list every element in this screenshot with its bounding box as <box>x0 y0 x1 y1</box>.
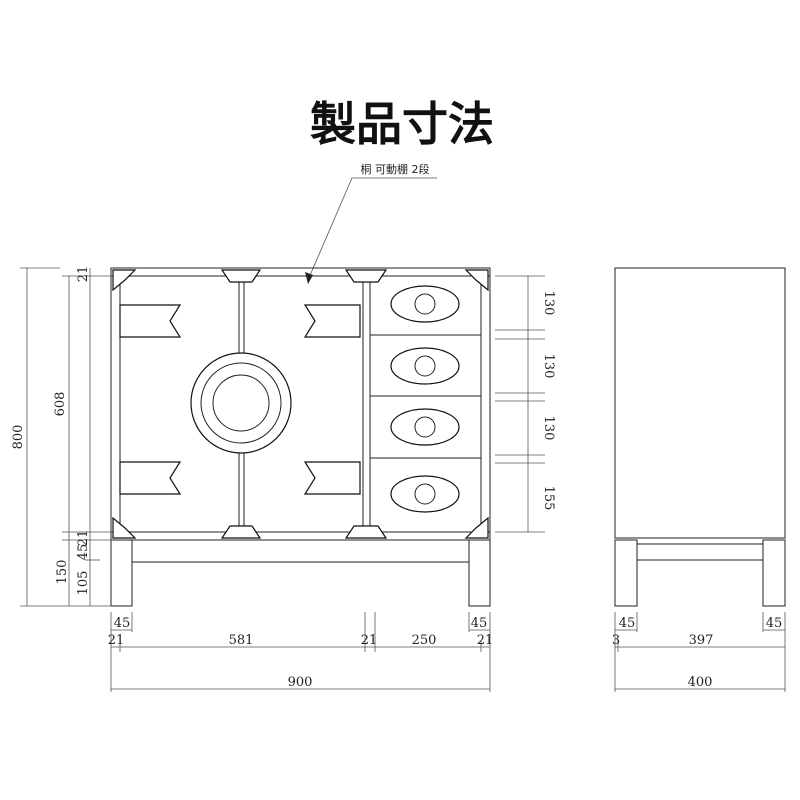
dim-drawer-3: 130 <box>541 416 556 441</box>
drawer-pulls <box>390 285 460 513</box>
dim-bottom: 21 <box>76 530 91 547</box>
door-hinge-plates <box>119 304 361 495</box>
dim-width-total: 900 <box>288 675 313 690</box>
drawer-dimensions: 130 130 130 155 <box>495 275 556 533</box>
side-dim-depth-total: 400 <box>688 675 713 690</box>
dim-leg-height: 150 <box>55 560 70 585</box>
dim-plinth: 45 <box>76 544 91 561</box>
side-dim-back: 3 <box>612 633 620 648</box>
dim-top: 21 <box>76 266 91 283</box>
dim-drawer-width: 250 <box>412 633 437 648</box>
corner-fittings <box>112 269 489 539</box>
dim-leg-width-right: 45 <box>471 616 488 631</box>
dim-door-width: 581 <box>229 633 254 648</box>
annotation-text: 桐 可動棚 2段 <box>361 162 430 176</box>
dim-partition: 21 <box>361 633 378 648</box>
dim-side-right: 21 <box>477 633 494 648</box>
dim-drawer-2: 130 <box>541 354 556 379</box>
round-crest-ornament <box>190 352 292 454</box>
side-dim-leg-right: 45 <box>766 616 783 631</box>
drawing-title: 製品寸法 <box>310 97 494 151</box>
dim-body-height: 608 <box>53 392 68 417</box>
side-dim-leg-left: 45 <box>619 616 636 631</box>
leader-arrow-icon <box>305 272 313 284</box>
width-dimensions: 45 45 21 581 21 250 21 900 <box>108 612 494 692</box>
dim-leg-width-left: 45 <box>114 616 131 631</box>
side-view: 45 45 3 397 400 <box>612 267 786 692</box>
left-dimensions: 800 608 21 21 45 150 105 <box>11 266 110 607</box>
dim-drawer-4: 155 <box>541 486 556 511</box>
dim-height-total: 800 <box>11 425 26 450</box>
annotation-leader <box>307 177 353 281</box>
dim-side-left: 21 <box>108 633 125 648</box>
front-view <box>110 267 491 607</box>
dim-drawer-1: 130 <box>541 291 556 316</box>
dim-leg-lower: 105 <box>76 571 91 596</box>
side-dim-inner-depth: 397 <box>689 633 714 648</box>
